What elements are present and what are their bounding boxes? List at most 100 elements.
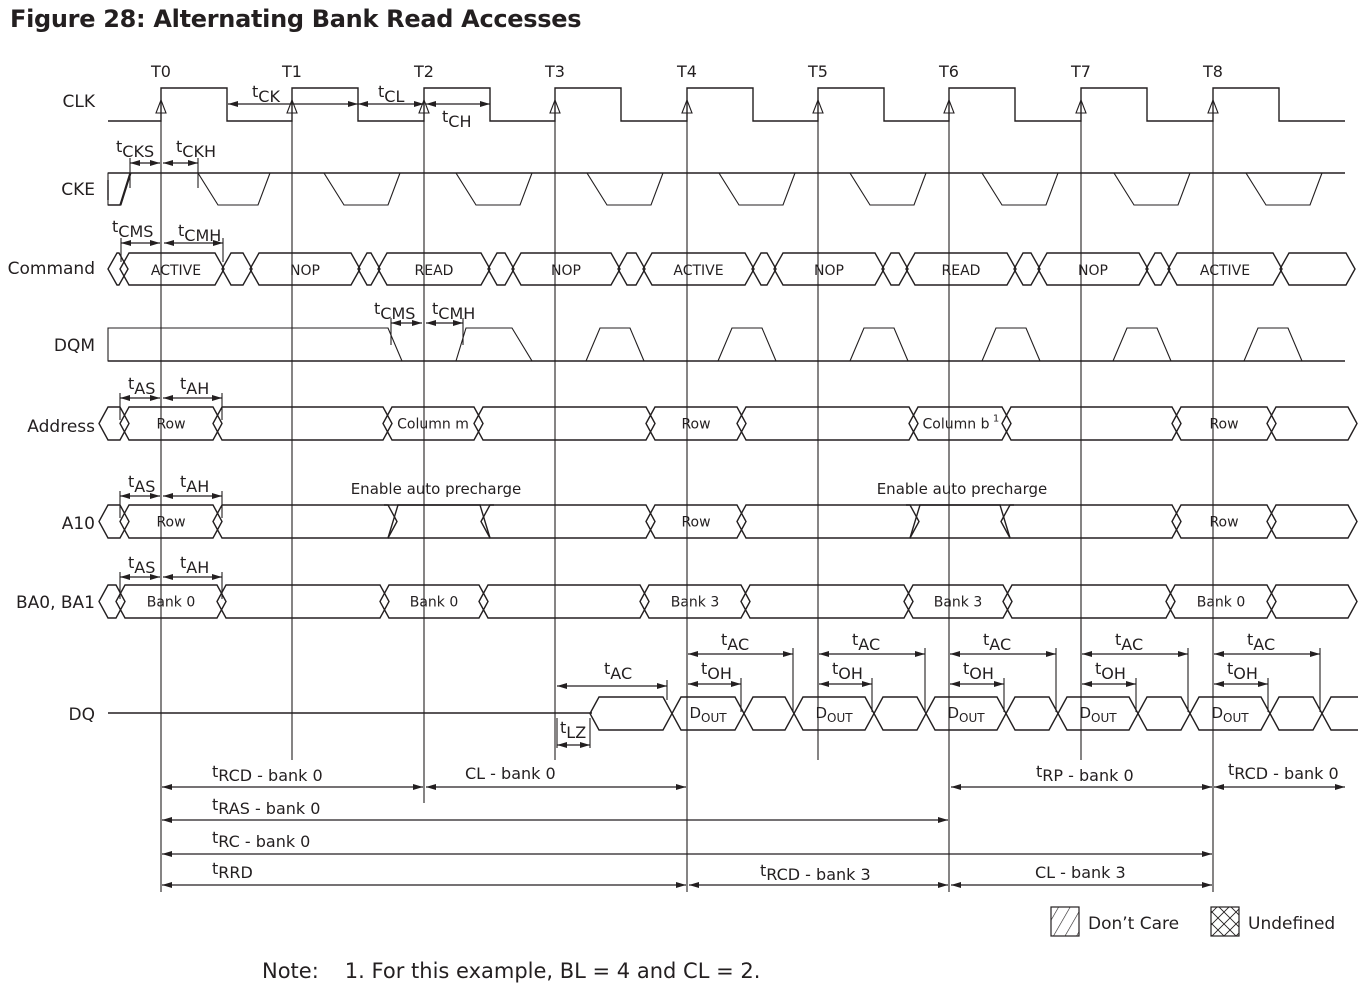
- interval-t: t: [760, 861, 766, 880]
- edge-label-t6: T6: [938, 62, 959, 81]
- command-label: READ: [942, 263, 981, 279]
- dq-undefined: [1137, 696, 1191, 731]
- signal-label-address: Address: [27, 417, 95, 437]
- dq-undefined: [589, 696, 673, 731]
- param-t: t: [1115, 630, 1121, 649]
- legend-undefined-label: Undefined: [1248, 914, 1335, 934]
- param-tcmh: tCMH: [178, 221, 221, 245]
- dq-undefined: [743, 696, 795, 731]
- address-segment: [382, 406, 484, 441]
- dq-dout-label: DOUT: [689, 704, 727, 725]
- command-segment: [119, 252, 225, 286]
- param-tcms: tCMS: [112, 217, 153, 241]
- interval-sub: RRD: [218, 863, 253, 882]
- edge-label-t5: T5: [807, 62, 828, 81]
- cke-dontcare-region: [107, 172, 132, 206]
- rising-edge-arrow: [681, 98, 693, 114]
- param-toh: tOH: [1095, 659, 1126, 683]
- interval-label-tras-bank0: tRAS - bank 0: [212, 795, 320, 818]
- bank-segment: [379, 584, 489, 619]
- a10-segment: [1171, 504, 1277, 539]
- bank-label: Bank 3: [671, 595, 720, 611]
- param-t: t: [604, 659, 610, 678]
- address-label: Column m: [397, 417, 469, 433]
- dqm-dontcare-region: [455, 327, 533, 362]
- param-t: t: [180, 553, 186, 572]
- param-tch: tCH: [442, 107, 471, 131]
- param-t: t: [378, 82, 384, 101]
- bank-dontcare: [1002, 584, 1176, 619]
- command-label: NOP: [814, 263, 844, 279]
- param-sub: AC: [727, 635, 749, 654]
- command-segment: [773, 252, 885, 286]
- dout-d: D: [1079, 704, 1091, 722]
- bank-dontcare: [478, 584, 650, 619]
- interval-sub: RCD: [766, 865, 800, 884]
- interval-sub: RCD: [218, 766, 252, 785]
- a10-dontcare: [1000, 504, 1182, 539]
- dq-undefined: [1005, 696, 1059, 731]
- rising-edge-arrow: [1075, 98, 1087, 114]
- cke-dontcare-region: [323, 172, 401, 206]
- note-number: 1.: [344, 959, 365, 983]
- bank-label: Bank 0: [410, 595, 459, 611]
- param-sub: OH: [969, 664, 994, 683]
- interval-sub: RP: [1042, 766, 1063, 785]
- param-t: t: [252, 82, 258, 101]
- bank-label: Bank 0: [1197, 595, 1246, 611]
- address-dontcare: [1001, 406, 1182, 441]
- bank-segment: [639, 584, 751, 619]
- signal-label-clk: CLK: [63, 92, 96, 112]
- param-t: t: [128, 472, 134, 491]
- interval-suffix: - bank 0: [250, 799, 321, 818]
- param-sub: AS: [134, 379, 155, 398]
- param-toh: tOH: [963, 659, 994, 683]
- param-tah: tAH: [180, 553, 209, 577]
- a10-segment: [645, 504, 747, 539]
- clk-waveform: [108, 87, 1345, 122]
- signal-label-command: Command: [8, 259, 95, 279]
- command-dontcare: [357, 252, 381, 286]
- a10-label: Row: [156, 515, 185, 531]
- a10-dontcare: [98, 504, 130, 539]
- address-dontcare: [212, 406, 393, 441]
- interval-suffix: - bank 3: [800, 865, 871, 884]
- param-sub: CMH: [438, 304, 475, 323]
- a10-dontcare: [212, 504, 398, 539]
- address-label: Row: [681, 417, 710, 433]
- param-t: t: [442, 107, 448, 126]
- edge-label-t1: T1: [281, 62, 302, 81]
- param-tas: tAS: [128, 553, 155, 577]
- param-sub: AC: [989, 635, 1011, 654]
- param-tcks: tCKS: [116, 137, 154, 161]
- legend-dont-care-label: Don’t Care: [1088, 914, 1179, 934]
- interval-label-trp-bank0: tRP - bank 0: [1036, 762, 1134, 785]
- command-label: READ: [415, 263, 454, 279]
- interval-label-trrd: tRRD: [212, 859, 253, 882]
- bank-segment: [115, 584, 227, 619]
- address-label: Row: [1209, 417, 1238, 433]
- dq-dout-label: DOUT: [815, 704, 853, 725]
- cke-dontcare-region: [1245, 172, 1323, 206]
- param-t: t: [983, 630, 989, 649]
- dqm-waveform: [107, 327, 1345, 362]
- param-sub: AS: [134, 477, 155, 496]
- address-segment: [1171, 406, 1277, 441]
- address-segment: [908, 406, 1012, 441]
- param-t: t: [963, 659, 969, 678]
- param-t: t: [1227, 659, 1233, 678]
- dqm-dontcare-region: [1243, 327, 1303, 362]
- figure-title: Figure 28: Alternating Bank Read Accesse…: [10, 5, 582, 33]
- param-t: t: [128, 374, 134, 393]
- param-t: t: [180, 374, 186, 393]
- legend-dont-care-swatch: [1050, 906, 1080, 937]
- dqm-dontcare-region: [981, 327, 1041, 362]
- command-segment: [1167, 252, 1283, 286]
- signal-label-dqm: DQM: [54, 336, 95, 356]
- param-sub: AH: [186, 558, 209, 577]
- dq-dout-label: DOUT: [1211, 704, 1249, 725]
